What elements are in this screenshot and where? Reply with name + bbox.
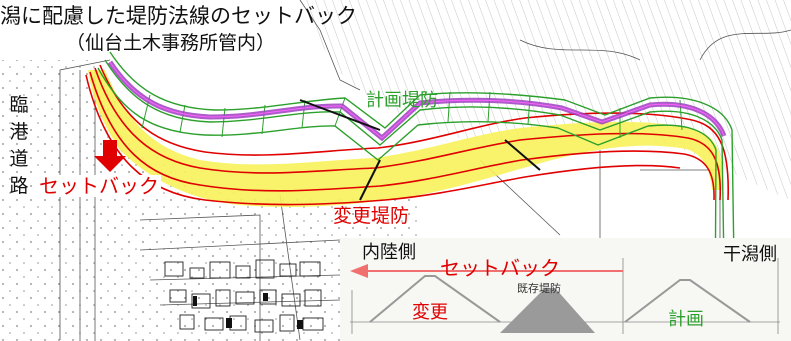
setback-label: セットバック (37, 174, 161, 198)
building-fills (193, 293, 303, 329)
section-setback-label: セットバック (440, 256, 560, 280)
existing-levee-label: 既存堤防 (517, 282, 561, 295)
planned-levee-label: 計画堤防 (366, 90, 438, 111)
planned-levee-section (624, 279, 751, 323)
existing-levee-section (500, 288, 595, 333)
title-line-2: （仙台土木事務所管内） (66, 32, 276, 54)
section-planned-label: 計画 (668, 309, 704, 330)
changed-levee-label: 変更堤防 (333, 205, 410, 227)
existing-route-center (109, 61, 725, 139)
cross-section-diagram (350, 258, 780, 334)
planned-levee-grid (97, 51, 736, 331)
tidal-flat-hatch (300, 0, 791, 200)
road-label: 臨港道路 (9, 94, 29, 197)
changed-levee-section (369, 275, 501, 323)
drainage-lines (299, 99, 541, 201)
title-line-1: 潟に配慮した堤防法線のセットバック (0, 4, 357, 28)
tidal-flat-side-label: 干潟側 (723, 244, 777, 265)
arrow-down-icon (94, 140, 126, 172)
inland-side-label: 内陸側 (362, 242, 416, 263)
arrow-left-icon (350, 264, 368, 278)
section-changed-label: 変更 (412, 302, 448, 323)
cross-section-inset: 内陸側 干潟側 セットバック 既存堤防 変更 計画 (340, 238, 791, 341)
